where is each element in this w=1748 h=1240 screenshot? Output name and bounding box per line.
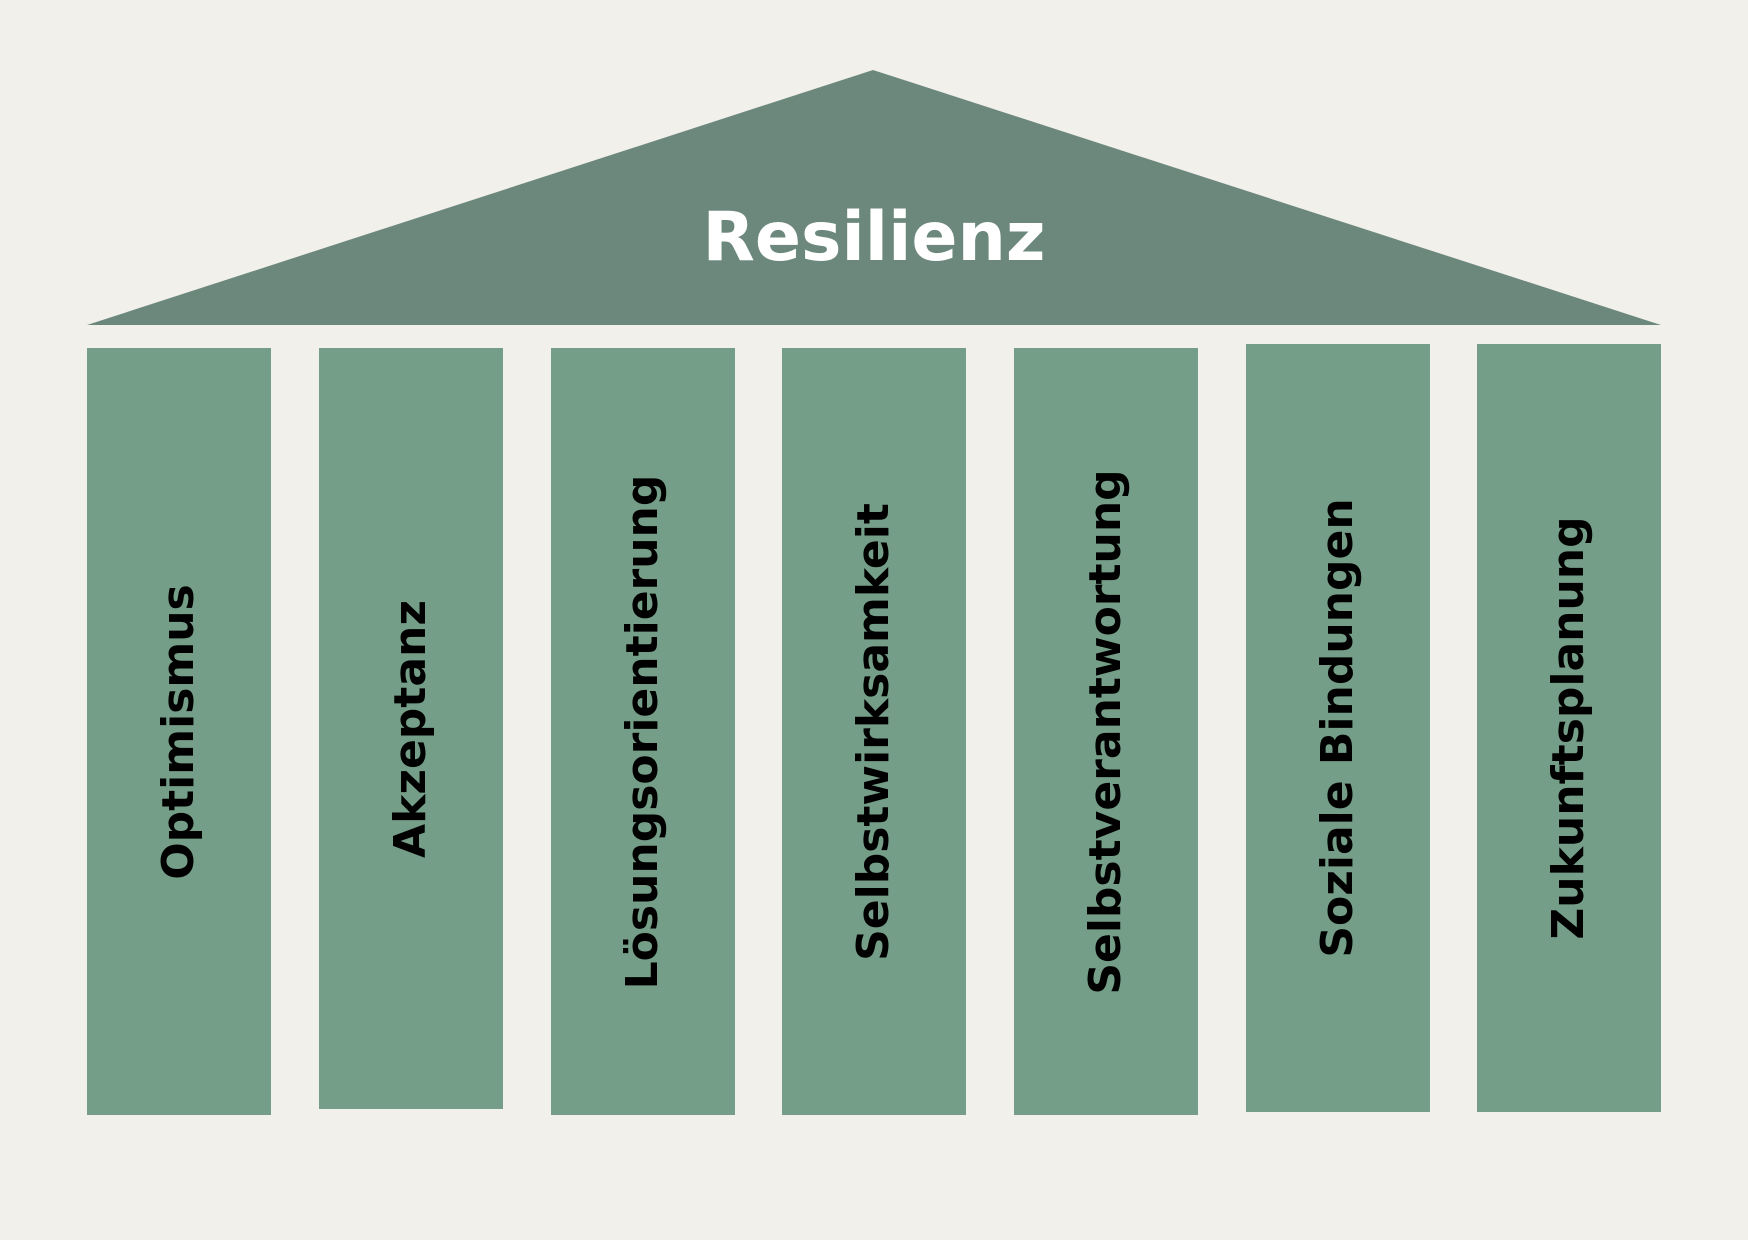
roof-title: Resilienz xyxy=(702,198,1046,277)
pillar-label: Akzeptanz xyxy=(385,599,436,858)
pillar-label: Selbstwirksamkeit xyxy=(848,502,899,961)
pillar-zukunftsplanung: Zukunftsplanung xyxy=(1477,344,1661,1112)
pillar-label: Optimismus xyxy=(153,583,204,880)
pillar-optimismus: Optimismus xyxy=(87,348,271,1115)
pillar-akzeptanz: Akzeptanz xyxy=(319,348,503,1109)
roof xyxy=(87,70,1661,325)
pillar-selbstwirksamkeit: Selbstwirksamkeit xyxy=(782,348,966,1115)
pillar-loesungsorientierung: Lösungsorientierung xyxy=(551,348,735,1115)
pillar-label: Soziale Bindungen xyxy=(1312,498,1363,958)
pillar-selbstverantwortung: Selbstverantwortung xyxy=(1014,348,1198,1115)
pillar-soziale-bindungen: Soziale Bindungen xyxy=(1246,344,1430,1112)
pillar-label: Zukunftsplanung xyxy=(1543,516,1594,940)
pillar-label: Lösungsorientierung xyxy=(617,474,668,989)
pillar-label: Selbstverantwortung xyxy=(1080,468,1131,995)
roof-triangle xyxy=(87,70,1661,325)
